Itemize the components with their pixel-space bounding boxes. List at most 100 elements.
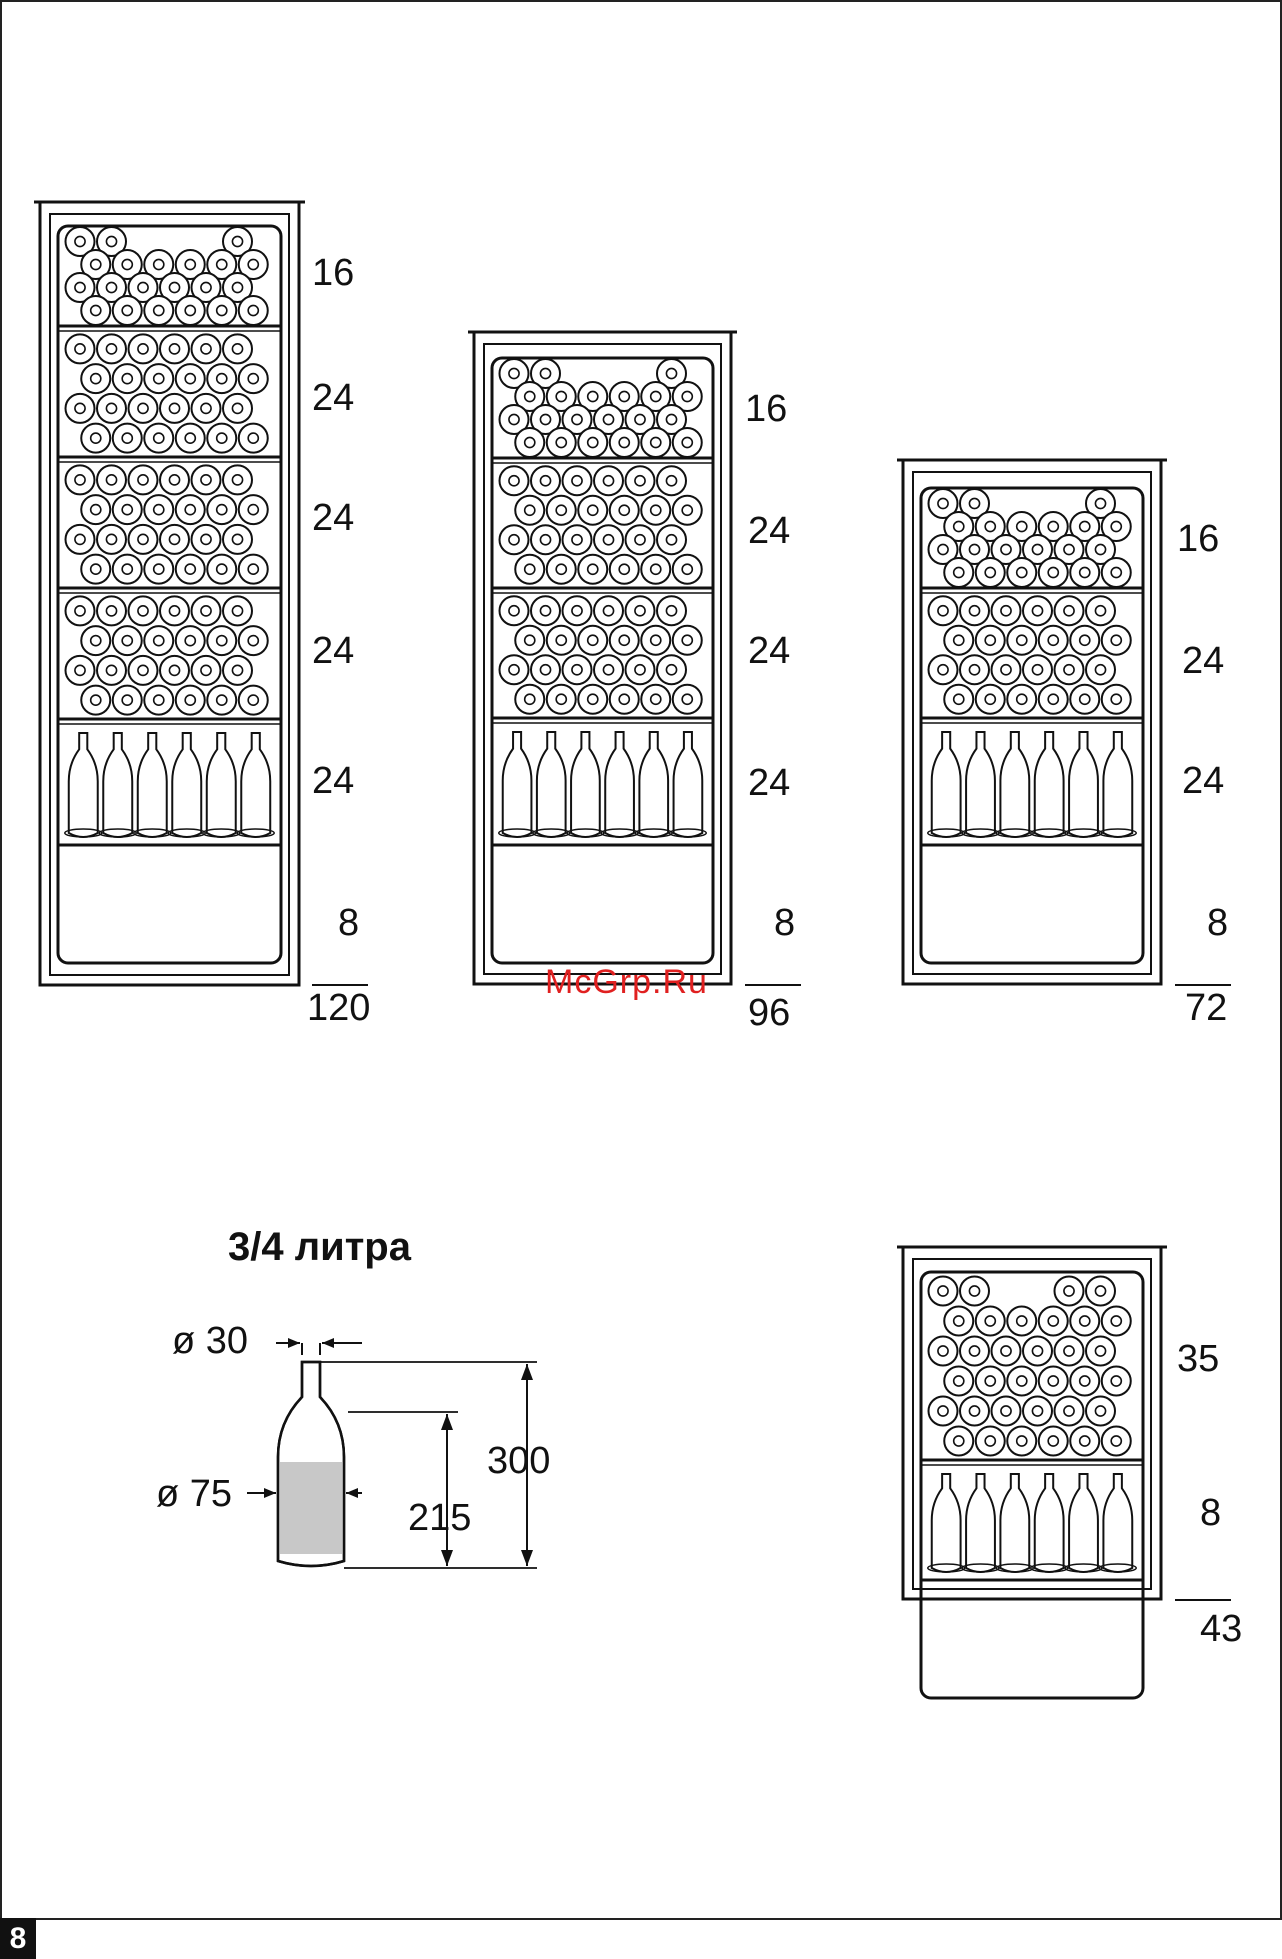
bottle-roll — [1055, 655, 1084, 684]
bottle-roll — [960, 1277, 989, 1306]
shelf-count: 24 — [748, 630, 790, 673]
shelf-count: 8 — [1207, 902, 1228, 945]
bottle-roll — [1039, 626, 1068, 655]
bottle-roll — [531, 525, 560, 554]
bottle-roll — [176, 686, 205, 715]
total-height-label: 300 — [487, 1440, 550, 1483]
total-count: 43 — [1200, 1608, 1242, 1651]
bottle-roll — [207, 296, 236, 325]
bottle-roll — [1086, 1337, 1115, 1366]
bottle-roll — [929, 1277, 958, 1306]
total-count: 120 — [307, 987, 370, 1030]
bottle-roll — [673, 685, 702, 714]
bottle-roll — [578, 555, 607, 584]
bottle-roll — [207, 686, 236, 715]
shelf-count: 16 — [745, 388, 787, 431]
bottle-roll — [500, 466, 529, 495]
bottle-roll — [1070, 626, 1099, 655]
bottle-roll — [192, 656, 221, 685]
bottle-roll — [192, 334, 221, 363]
bottle-roll — [144, 296, 173, 325]
body-diameter-label: ø 75 — [156, 1473, 232, 1516]
bottle-roll — [1023, 655, 1052, 684]
bottle-roll — [944, 558, 973, 587]
bottle-roll — [97, 656, 126, 685]
bottle-roll — [1055, 1277, 1084, 1306]
bottle-roll — [563, 655, 592, 684]
bottle-roll — [207, 626, 236, 655]
bottle-roll — [144, 364, 173, 393]
bottle-roll — [626, 655, 655, 684]
bottle-roll — [1102, 558, 1131, 587]
bottle-roll — [1055, 1397, 1084, 1426]
bottle-roll — [515, 555, 544, 584]
bottle-roll — [657, 655, 686, 684]
bottle-roll — [1086, 1277, 1115, 1306]
bottle-roll — [1070, 1367, 1099, 1396]
bottle-roll — [1102, 1427, 1131, 1456]
bottle-roll — [1039, 558, 1068, 587]
bottle-roll — [97, 334, 126, 363]
bottle-roll — [113, 555, 142, 584]
bottle-roll — [515, 685, 544, 714]
shelf-count: 24 — [312, 497, 354, 540]
bottle-roll — [944, 1427, 973, 1456]
bottle-roll — [176, 424, 205, 453]
bottle-roll — [992, 1337, 1021, 1366]
bottle-roll — [129, 596, 158, 625]
bottle-roll — [223, 394, 252, 423]
bottle-roll — [160, 334, 189, 363]
bottle-roll — [992, 1397, 1021, 1426]
shelf-count: 8 — [774, 902, 795, 945]
bottle-roll — [1039, 1427, 1068, 1456]
bottle-roll — [160, 656, 189, 685]
bottle-roll — [1055, 1337, 1084, 1366]
bottle-roll — [176, 296, 205, 325]
bottle-roll — [594, 525, 623, 554]
bottle-roll — [960, 1397, 989, 1426]
bottle-roll — [657, 525, 686, 554]
bottle-roll — [531, 655, 560, 684]
bottle-roll — [176, 555, 205, 584]
shelf-count: 24 — [1182, 640, 1224, 683]
bottle-roll — [223, 656, 252, 685]
bottle-roll — [531, 596, 560, 625]
bottle-roll — [1007, 1367, 1036, 1396]
bottle-roll — [160, 596, 189, 625]
shelf-count: 8 — [338, 902, 359, 945]
bottle-roll — [547, 626, 576, 655]
bottle-roll — [976, 626, 1005, 655]
bottle-roll — [641, 626, 670, 655]
bottle-roll — [1102, 626, 1131, 655]
bottle-roll — [960, 655, 989, 684]
bottle-roll — [160, 394, 189, 423]
bottle-roll — [944, 1307, 973, 1336]
bottle-roll — [81, 495, 110, 524]
bottle-roll — [929, 1397, 958, 1426]
bottle-roll — [1023, 1397, 1052, 1426]
bottle-roll — [113, 364, 142, 393]
bottle-roll — [223, 334, 252, 363]
bottle-roll — [673, 626, 702, 655]
bottle-roll — [626, 525, 655, 554]
bottle-roll — [223, 525, 252, 554]
shelf-count: 24 — [1182, 760, 1224, 803]
bottle-roll — [610, 626, 639, 655]
bottle-roll — [610, 685, 639, 714]
bottle-roll — [239, 296, 268, 325]
bottle-roll — [657, 466, 686, 495]
bottle-roll — [531, 466, 560, 495]
bottle-roll — [1007, 1427, 1036, 1456]
bottle-roll — [97, 465, 126, 494]
bottle-roll — [610, 428, 639, 457]
bottle-roll — [547, 428, 576, 457]
bottle-roll — [929, 655, 958, 684]
shelf-count: 24 — [748, 510, 790, 553]
bottle-roll — [626, 596, 655, 625]
bottle-roll — [207, 424, 236, 453]
bottle-roll — [673, 496, 702, 525]
bottle-roll — [144, 495, 173, 524]
bottle-label — [280, 1462, 342, 1554]
bottle-roll — [81, 296, 110, 325]
bottle-roll — [594, 466, 623, 495]
